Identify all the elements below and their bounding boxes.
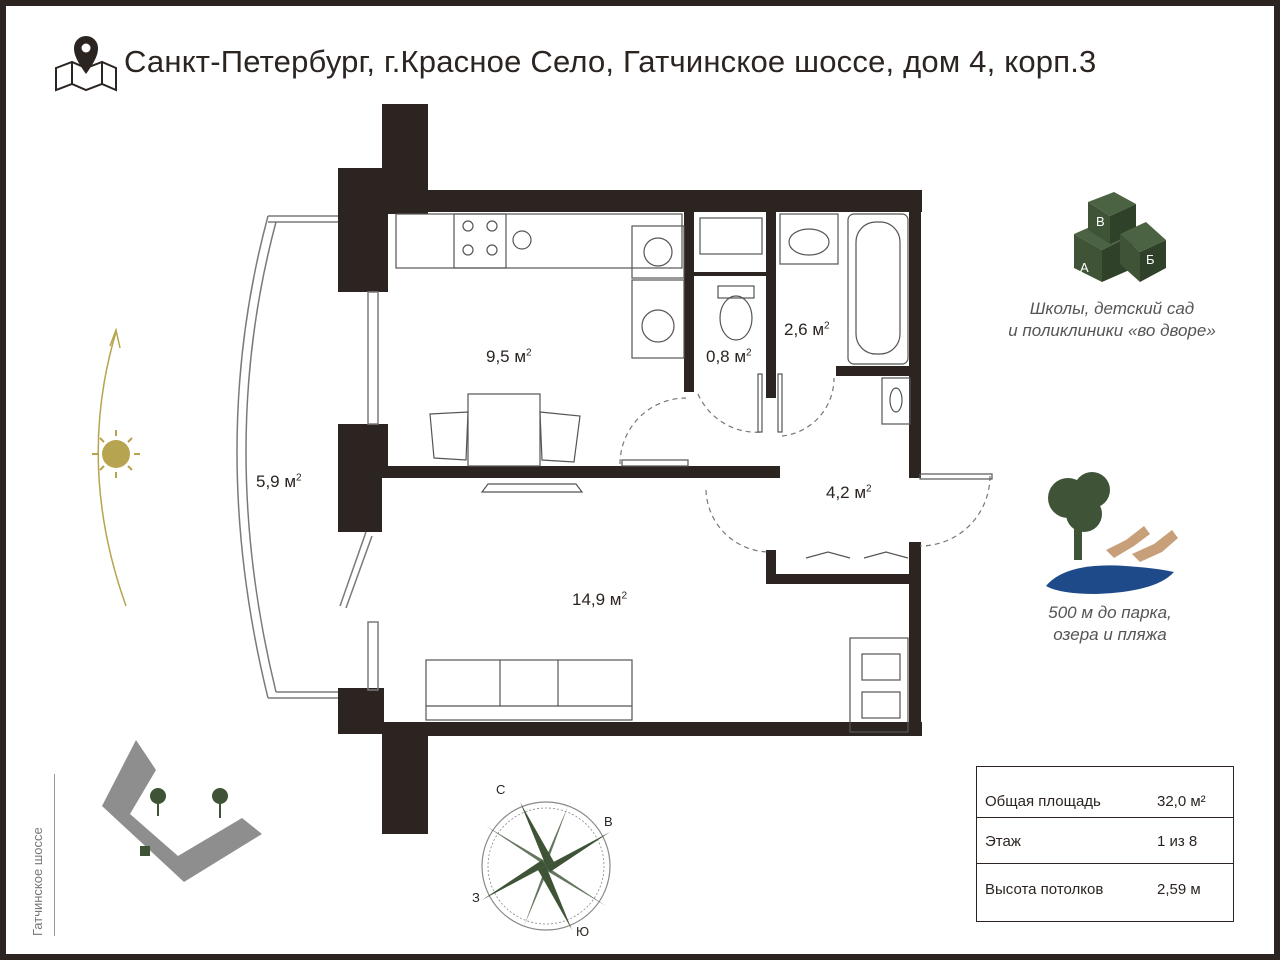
info-row-floor: Этаж 1 из 8 xyxy=(985,833,1198,850)
area-bathroom: 2,6 м2 xyxy=(784,320,830,339)
block-letter-b: Б xyxy=(1146,252,1155,267)
info-divider xyxy=(977,863,1233,864)
floor-plan: А Б В xyxy=(92,104,1178,931)
kitchen-unit xyxy=(395,213,685,359)
loggia-glazing xyxy=(236,215,379,699)
compass-east: В xyxy=(604,814,613,829)
compass-rose-icon xyxy=(481,801,611,931)
dining-table xyxy=(429,393,584,493)
alphabet-blocks-icon: А Б В xyxy=(1074,192,1166,282)
door-swings xyxy=(619,377,991,553)
area-loggia: 5,9 м2 xyxy=(256,472,302,491)
wardrobe-hangers xyxy=(805,551,909,559)
block-letter-a: А xyxy=(1080,260,1089,275)
area-toilet: 0,8 м2 xyxy=(706,347,752,366)
page-title: Санкт-Петербург, г.Красное Село, Гатчинс… xyxy=(124,44,1097,79)
door-leaves xyxy=(621,373,993,480)
compass-west: З xyxy=(472,890,480,905)
tree-lake-icon xyxy=(1046,472,1178,594)
sun-icon xyxy=(92,327,140,607)
map-pin-icon xyxy=(55,36,117,92)
info-table: Общая площадь 32,0 м² Этаж 1 из 8 Высота… xyxy=(976,766,1234,922)
compass-north: С xyxy=(496,782,506,797)
info-row-ceiling: Высота потолков 2,59 м xyxy=(985,881,1201,898)
feature-schools: Школы, детский сад и поликлиники «во дво… xyxy=(1008,299,1216,340)
info-divider xyxy=(977,817,1233,818)
compass-south: Ю xyxy=(576,924,590,939)
area-living: 14,9 м2 xyxy=(572,590,628,609)
street-line xyxy=(54,774,55,936)
area-hall: 4,2 м2 xyxy=(826,483,872,502)
sofa xyxy=(425,659,633,721)
walls xyxy=(338,104,922,834)
bathroom-fixtures xyxy=(699,213,911,425)
armchair xyxy=(849,637,909,733)
info-row-area: Общая площадь 32,0 м² xyxy=(985,793,1206,810)
street-label: Гатчинское шоссе xyxy=(30,827,45,936)
site-plan xyxy=(102,740,262,882)
block-letter-v: В xyxy=(1096,214,1105,229)
area-kitchen: 9,5 м2 xyxy=(486,347,532,366)
feature-park: 500 м до парка, озера и пляжа xyxy=(1048,603,1172,644)
